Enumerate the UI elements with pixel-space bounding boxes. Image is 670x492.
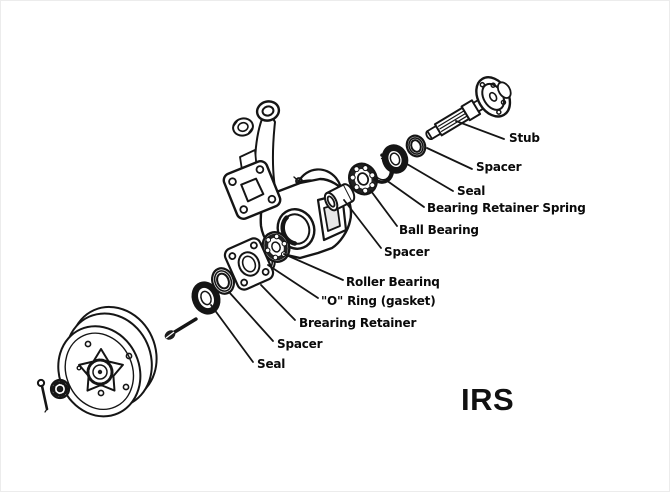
seal-inner-part (188, 278, 224, 317)
leader-line-seal-inner (211, 305, 253, 362)
spacer-inner-part (208, 265, 237, 297)
castle-nut (51, 380, 69, 398)
leader-line-ball-bearing (371, 191, 397, 226)
callout-label-seal-outer: Seal (457, 184, 486, 198)
stub-axle (416, 69, 519, 154)
hex-plug (231, 116, 255, 138)
callout-label-seal-inner: Seal (257, 357, 286, 371)
leader-line-bearing-retainer (261, 285, 295, 320)
leader-line-roller-bearing (284, 254, 343, 280)
ball-bearing-part (345, 160, 382, 199)
diagram-caption: IRS (461, 382, 515, 417)
leader-line-spacer-inner (229, 292, 273, 341)
leader-line-spacer-outer (427, 148, 472, 169)
leader-line-stub (456, 121, 504, 139)
seal-outer-part (379, 142, 412, 177)
callout-leader-lines (211, 121, 504, 362)
screw (164, 319, 196, 340)
callout-label-bearing-retainer: Brearing Retainer (299, 316, 417, 330)
leader-line-o-ring (268, 265, 318, 298)
callout-label-roller-bearing: Roller Bearinq (346, 275, 440, 289)
spring-plate-flange (222, 159, 283, 221)
spacer-tube-part (322, 182, 356, 212)
spacer-outer-part (404, 133, 429, 159)
callout-label-bearing-retainer-spring: Bearing Retainer Spring (427, 201, 586, 215)
leader-line-bearing-retainer-spring (386, 180, 424, 207)
leader-line-spacer-tube (344, 200, 381, 248)
callout-label-spacer-inner: Spacer (277, 337, 323, 351)
bearing-retainer-plate (223, 236, 276, 292)
callout-label-spacer-outer: Spacer (476, 160, 522, 174)
leader-line-seal-outer (407, 164, 453, 191)
callout-label-o-ring: "O" Ring (gasket) (321, 294, 436, 308)
trailing-arm-housing (222, 99, 351, 258)
callout-label-stub: Stub (509, 131, 540, 145)
callout-label-spacer-tube: Spacer (384, 245, 430, 259)
cotter-pin (38, 380, 47, 412)
brake-drum (39, 293, 174, 429)
callout-label-ball-bearing: Ball Bearing (399, 223, 479, 237)
